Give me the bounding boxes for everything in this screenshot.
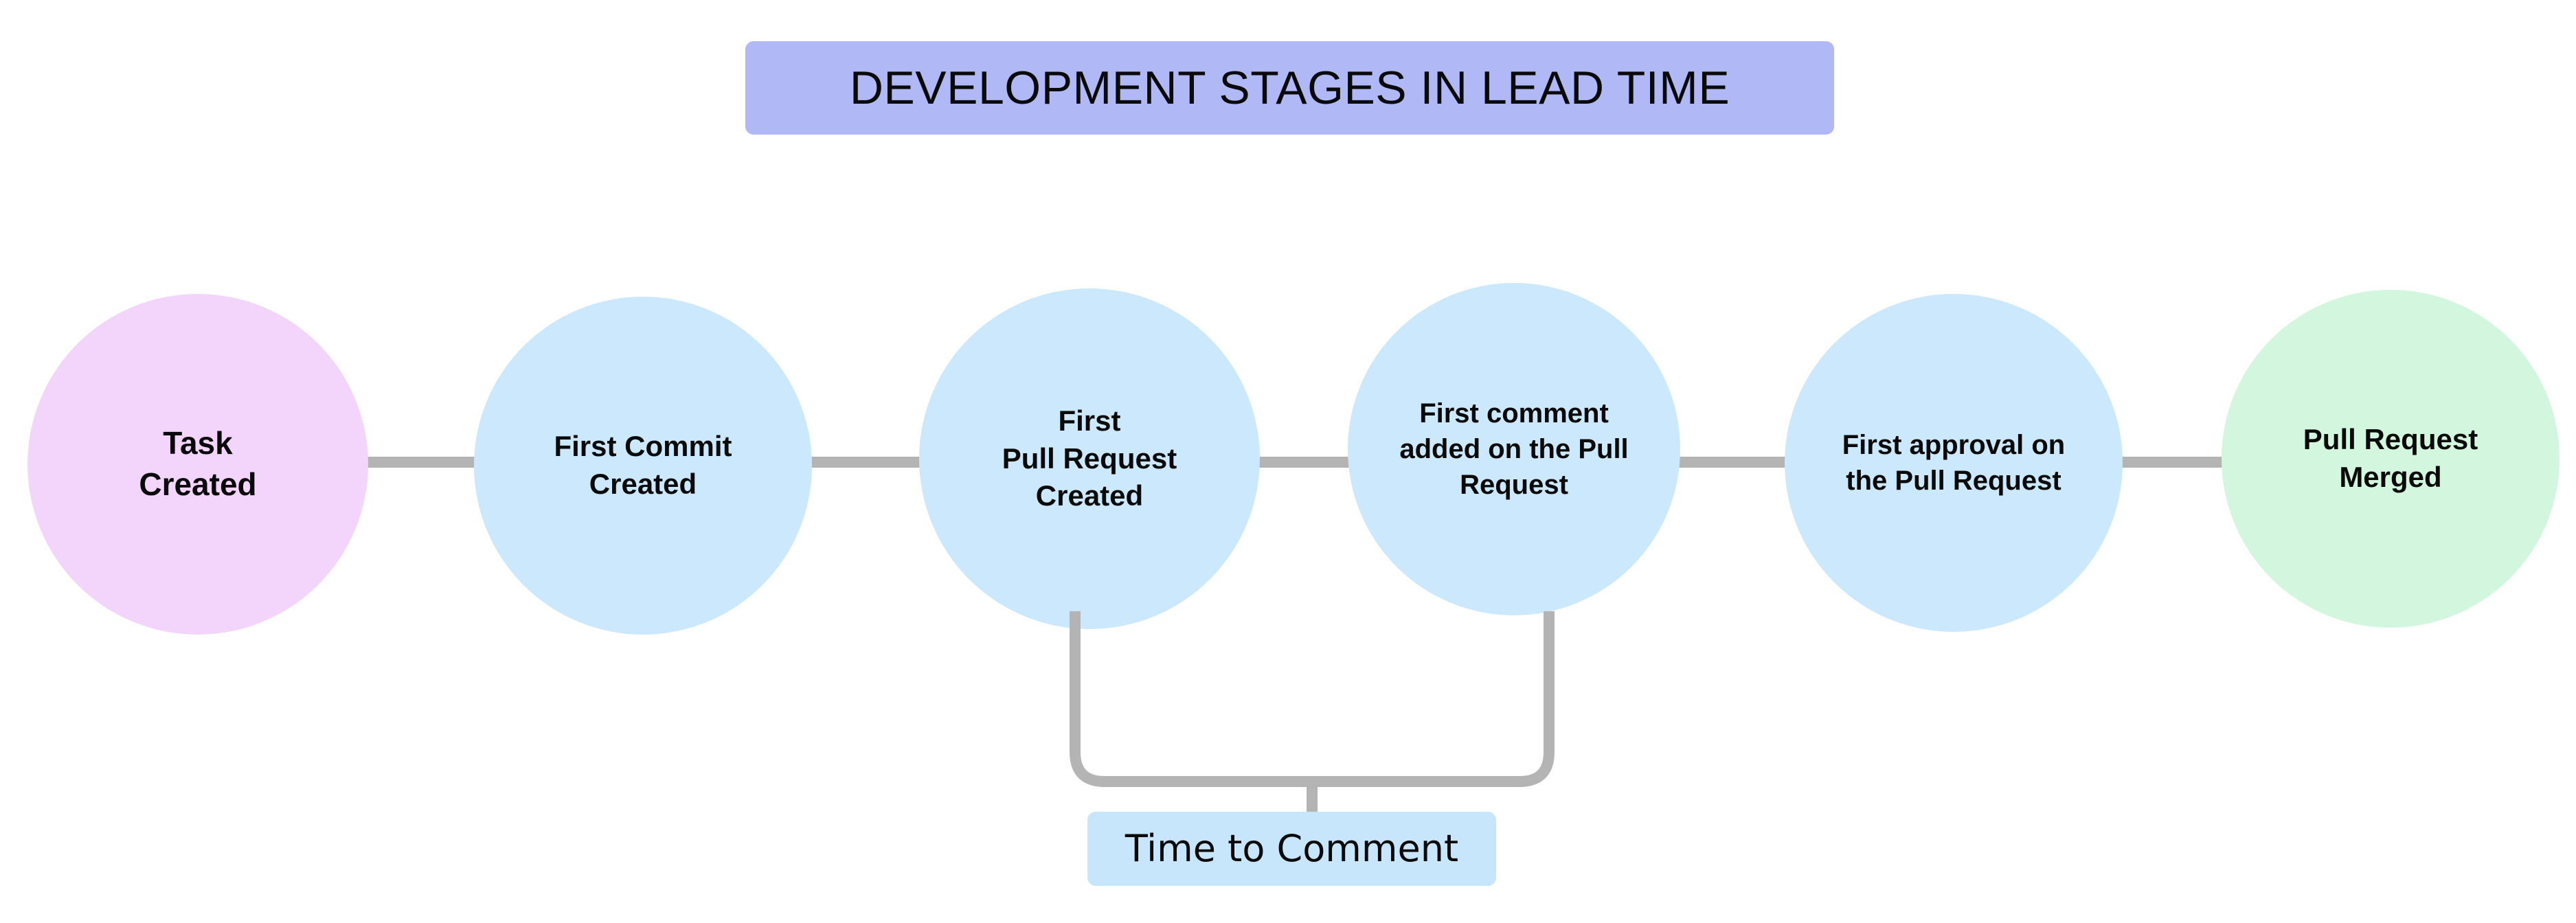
- diagram-title-box: DEVELOPMENT STAGES IN LEAD TIME: [745, 41, 1834, 135]
- metric-time-to-comment[interactable]: Time to Comment: [1087, 812, 1496, 886]
- connector-rail-5-6: [2117, 457, 2227, 468]
- page-title: DEVELOPMENT STAGES IN LEAD TIME: [849, 62, 1730, 114]
- stage-node-first-pull-request-created[interactable]: First Pull Request Created: [919, 288, 1260, 629]
- metric-bracket: [1070, 611, 1555, 816]
- stage-node-pull-request-merged[interactable]: Pull Request Merged: [2222, 290, 2560, 628]
- stage-label: First approval on the Pull Request: [1842, 430, 2066, 496]
- metric-label: Time to Comment: [1125, 827, 1459, 870]
- stage-label: First Pull Request Created: [1002, 404, 1177, 512]
- stage-label: Task Created: [139, 425, 257, 502]
- stage-node-first-comment-on-pull-request[interactable]: First comment added on the Pull Request: [1348, 283, 1680, 615]
- stage-node-first-commit-created[interactable]: First Commit Created: [474, 297, 812, 635]
- connector-rail-2-3: [806, 457, 925, 468]
- stage-node-first-approval-on-pull-request[interactable]: First approval on the Pull Request: [1785, 294, 2123, 632]
- connector-rail-1-2: [363, 457, 479, 468]
- connector-rail-4-5: [1675, 457, 1790, 468]
- stage-label: First comment added on the Pull Request: [1399, 398, 1629, 500]
- stage-node-task-created[interactable]: Task Created: [27, 294, 368, 635]
- stage-label: Pull Request Merged: [2303, 423, 2478, 493]
- connector-rail-3-4: [1254, 457, 1353, 468]
- stage-label: First Commit Created: [554, 430, 732, 500]
